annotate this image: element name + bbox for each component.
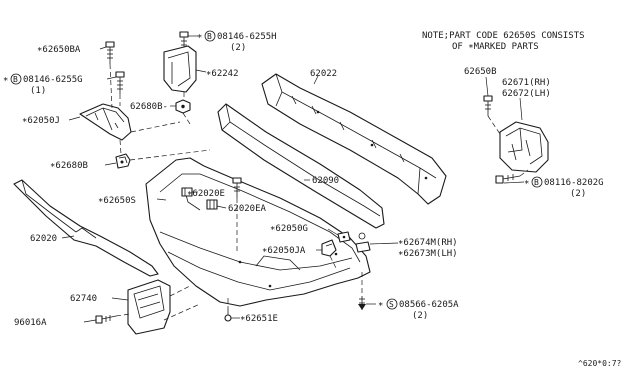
callout-62020ea: 62020EA bbox=[228, 204, 267, 214]
clip-62050g-icon bbox=[337, 231, 351, 243]
callout-62020e: ∗62020E bbox=[187, 189, 225, 199]
circled-b-icon: B bbox=[10, 73, 22, 85]
absorber-62090 bbox=[217, 103, 385, 229]
rivet-62651e-icon bbox=[224, 308, 232, 322]
clip-62680b-left-icon bbox=[115, 153, 131, 169]
callout-62740: 62740 bbox=[70, 294, 97, 304]
svg-text:∗: ∗ bbox=[3, 75, 8, 85]
callout-62090: 62090 bbox=[312, 176, 339, 186]
callout-08146-6255g-qty: (1) bbox=[30, 86, 46, 96]
moulding-62020 bbox=[13, 179, 159, 277]
bracket-62050j bbox=[79, 103, 132, 141]
circled-b-icon-2: B bbox=[204, 30, 216, 42]
license-bracket-62740 bbox=[127, 279, 171, 335]
callout-08146-6255h-qty: (2) bbox=[230, 43, 246, 53]
callout-08146-6255g: 08146-6255G bbox=[23, 75, 83, 85]
callout-08566-6205a-qty: (2) bbox=[412, 311, 428, 321]
side-bracket-62671 bbox=[499, 121, 549, 173]
note-line-2: OF ∗MARKED PARTS bbox=[452, 42, 539, 52]
callout-96016a: 96016A bbox=[14, 318, 47, 328]
callout-62050g: ∗62050G bbox=[270, 224, 308, 234]
callout-62651e: ∗62651E bbox=[240, 314, 278, 324]
clip-62020ea-icon bbox=[206, 199, 218, 210]
callout-62650s: ∗62650S bbox=[98, 196, 136, 206]
callout-62050ja: ∗62050JA bbox=[262, 246, 306, 256]
callout-62020: 62020 bbox=[30, 234, 57, 244]
callout-62673m: ∗62673M(LH) bbox=[398, 249, 458, 259]
circled-s-icon: S bbox=[386, 298, 398, 310]
bolt-62650b-right-icon bbox=[483, 95, 493, 116]
callout-62672: 62672(LH) bbox=[502, 89, 551, 99]
bolt-08146-6255g-icon bbox=[115, 71, 125, 94]
screw-96016a-icon bbox=[95, 315, 117, 324]
svg-text:B: B bbox=[13, 75, 18, 84]
svg-text:∗: ∗ bbox=[378, 300, 383, 310]
screw-08566-6205a-icon bbox=[358, 296, 366, 310]
callout-62050j: ∗62050J bbox=[22, 116, 60, 126]
bolt-62650ba-icon bbox=[105, 41, 115, 64]
callout-08566-6205a: 08566-6205A bbox=[399, 300, 459, 310]
callout-62650ba: ∗62650BA bbox=[37, 45, 81, 55]
callout-08116-8202g: 08116-8202G bbox=[544, 178, 604, 188]
bolt-62020e-icon bbox=[232, 177, 242, 198]
svg-text:∗: ∗ bbox=[524, 178, 529, 188]
callout-62671: 62671(RH) bbox=[502, 78, 551, 88]
callout-62674m: ∗62674M(RH) bbox=[398, 238, 458, 248]
callout-08116-8202g-qty: (2) bbox=[570, 189, 586, 199]
svg-text:B: B bbox=[207, 32, 212, 41]
callout-62680b-left: ∗62680B bbox=[50, 161, 88, 171]
clip-62674m-icon bbox=[355, 232, 371, 253]
bolt-08116-8202g-icon bbox=[495, 174, 521, 184]
svg-text:S: S bbox=[389, 300, 394, 309]
circled-b-icon-3: B bbox=[531, 176, 543, 188]
note-line-1: NOTE;PART CODE 62650S CONSISTS bbox=[422, 31, 585, 41]
footer-diagram-code: ^620*0:7? bbox=[578, 359, 622, 368]
callout-62680b-top: 62680B- bbox=[130, 102, 168, 112]
callout-08146-6255h: 08146-6255H bbox=[217, 32, 277, 42]
svg-text:B: B bbox=[534, 178, 539, 187]
callout-62242: ∗62242 bbox=[206, 69, 239, 79]
callout-62022: 62022 bbox=[310, 69, 337, 79]
bracket-62050ja-icon bbox=[321, 239, 337, 257]
callout-62650b-right: 62650B bbox=[464, 67, 497, 77]
svg-text:∗: ∗ bbox=[197, 32, 202, 42]
nut-62680b-top-icon bbox=[175, 99, 191, 114]
